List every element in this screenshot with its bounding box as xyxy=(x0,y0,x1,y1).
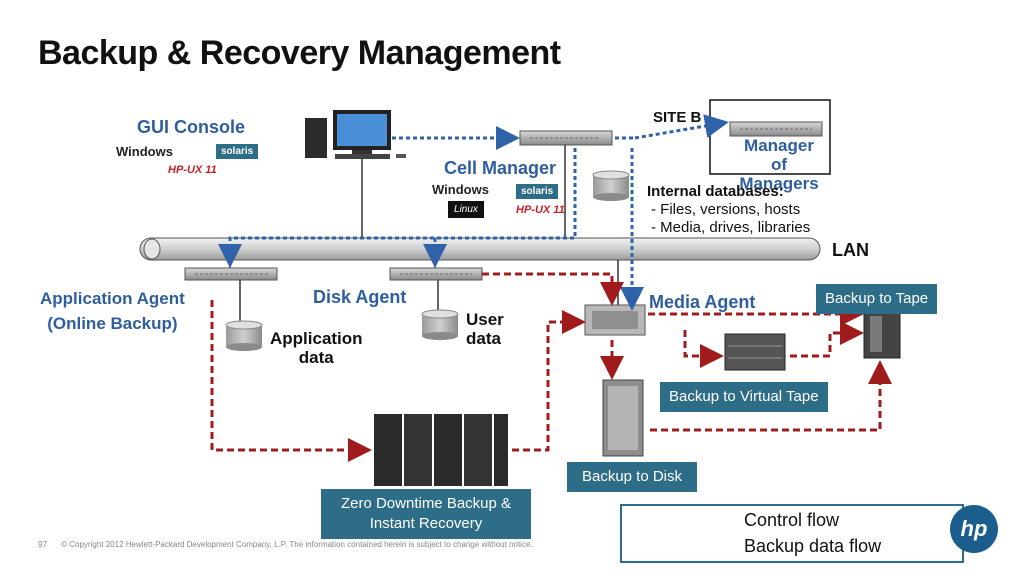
storage-array-icon xyxy=(374,414,508,486)
backup-to-virtual-tape-box: Backup to Virtual Tape xyxy=(660,382,828,412)
backup-to-disk-box: Backup to Disk xyxy=(567,462,697,492)
hpux-logo: HP-UX 11 xyxy=(516,204,565,216)
hpux-logo: HP-UX 11 xyxy=(168,164,217,176)
copyright-text: © Copyright 2012 Hewlett-Packard Develop… xyxy=(61,540,533,549)
disk-agent-server-icon xyxy=(389,267,483,281)
cell-manager-server-icon xyxy=(519,130,613,146)
disk-agent-label: Disk Agent xyxy=(313,287,407,307)
internal-db-line2: - Media, drives, libraries xyxy=(651,219,811,236)
windows-logo: Windows xyxy=(432,182,489,197)
legend-control-flow: Control flow xyxy=(744,510,840,530)
manager-line2: of Managers xyxy=(739,155,819,193)
user-data-line2: data xyxy=(466,329,501,348)
zero-downtime-line2: Instant Recovery xyxy=(369,515,483,532)
internal-database-icon xyxy=(592,170,630,201)
linux-logo: Linux xyxy=(448,201,484,218)
lan-label: LAN xyxy=(832,240,869,260)
gui-console-label: GUI Console xyxy=(137,117,246,137)
workstation-icon xyxy=(305,110,406,159)
solaris-logo: solaris xyxy=(216,144,259,159)
cell-manager-label: Cell Manager xyxy=(444,158,557,178)
backup-to-tape-box: Backup to Tape xyxy=(816,284,938,314)
application-data-line1: Application xyxy=(270,329,363,348)
virtual-tape-library-icon xyxy=(724,333,786,371)
user-data-label: User data xyxy=(466,310,504,348)
solaris-logo: solaris xyxy=(516,184,559,199)
page-number: 97 xyxy=(38,540,47,549)
app-agent-line1: Application Agent xyxy=(40,289,185,308)
backup-flow-lines xyxy=(210,272,892,462)
hp-logo-icon: hp xyxy=(950,505,998,553)
zero-downtime-line1: Zero Downtime Backup & xyxy=(340,495,512,512)
internal-databases-text: Internal databases: - Files, versions, h… xyxy=(647,183,810,237)
manager-of-managers-label: Manager of Managers xyxy=(734,136,824,193)
app-agent-line2: (Online Backup) xyxy=(47,314,178,333)
application-agent-server-icon xyxy=(184,267,278,281)
application-agent-label: Application Agent (Online Backup) xyxy=(40,286,185,336)
control-flow-lines xyxy=(218,114,729,311)
disk-array-icon xyxy=(602,379,644,457)
lan-pipe xyxy=(139,237,821,261)
user-data-line1: User xyxy=(466,310,504,329)
zero-downtime-box: Zero Downtime Backup & Instant Recovery xyxy=(321,489,531,539)
application-data-line2: data xyxy=(298,348,334,367)
internal-db-line1: - Files, versions, hosts xyxy=(651,201,801,218)
manager-line1: Manager xyxy=(744,136,814,155)
media-agent-label: Media Agent xyxy=(649,292,756,312)
media-agent-device-icon xyxy=(584,304,646,336)
legend-backup-data-flow: Backup data flow xyxy=(744,536,882,556)
site-b-label: SITE B xyxy=(653,109,702,126)
application-data-label: Application data xyxy=(270,329,363,367)
legend xyxy=(620,504,964,563)
tape-library-icon xyxy=(863,309,901,359)
windows-logo: Windows xyxy=(116,144,173,159)
page-title: Backup & Recovery Management xyxy=(38,34,561,72)
user-data-database-icon xyxy=(421,309,459,340)
application-data-database-icon xyxy=(225,320,263,351)
footer: 97 © Copyright 2012 Hewlett-Packard Deve… xyxy=(38,540,533,549)
internal-db-title: Internal databases: xyxy=(647,183,784,200)
